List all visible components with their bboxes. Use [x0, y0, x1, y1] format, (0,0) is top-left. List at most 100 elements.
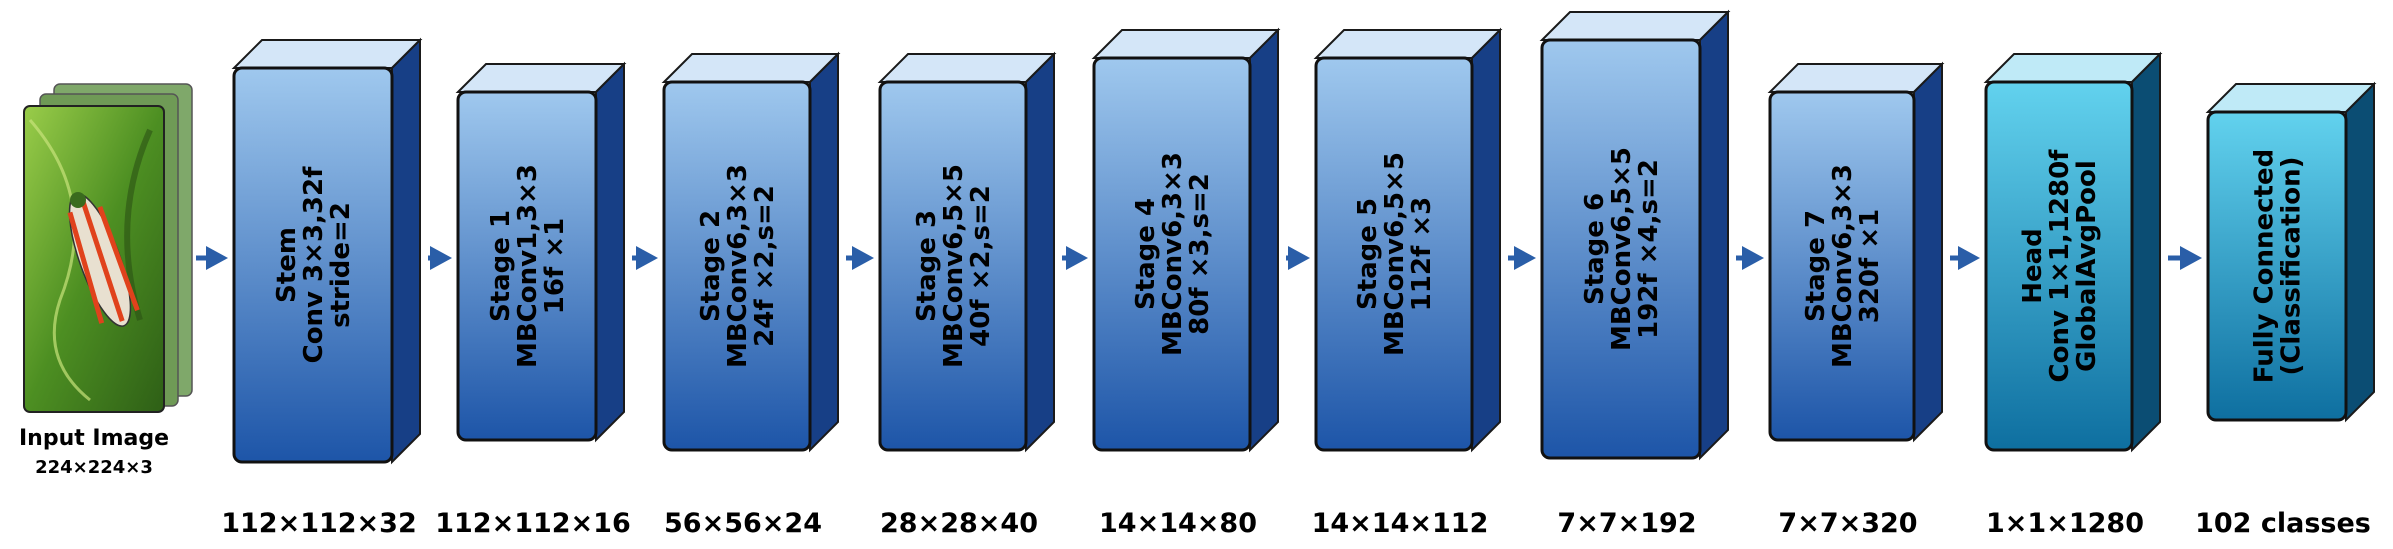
- block-label-line: 112f ×3: [1407, 197, 1437, 312]
- block-label-line: 320f ×1: [1855, 209, 1885, 324]
- output-dim-label: 102 classes: [2195, 508, 2371, 539]
- block-label-line: MBConv6,3×3: [1158, 152, 1188, 356]
- block-label-line: stride=2: [326, 202, 356, 328]
- flow-arrow: [632, 246, 658, 270]
- block-label-line: MBConv6,5×5: [1380, 152, 1410, 356]
- input-image-stack: Input Image 224×224×3: [19, 83, 193, 478]
- block-label-line: Stage 5: [1353, 198, 1383, 310]
- block-top-face: [1539, 11, 1731, 41]
- block-side-face: [2345, 81, 2375, 423]
- block-7: Stage 6MBConv6,5×5192f ×4,s=2: [1539, 9, 1731, 461]
- block-label-line: 40f ×2,s=2: [966, 185, 996, 347]
- block-label-line: Stage 4: [1131, 198, 1161, 310]
- block-front-face: [1768, 90, 1916, 442]
- block-label: Stage 4MBConv6,3×380f ×3,s=2: [1131, 152, 1215, 356]
- output-dim-label: 56×56×24: [664, 508, 822, 539]
- output-dim-label: 1×1×1280: [1986, 508, 2144, 539]
- block-8: Stage 7MBConv6,3×3320f ×1: [1767, 61, 1945, 443]
- block-side-face: [1913, 61, 1943, 443]
- block-label-line: Head: [2018, 228, 2048, 304]
- input-title: Input Image: [19, 426, 169, 451]
- block-4: Stage 3MBConv6,5×540f ×2,s=2: [877, 51, 1057, 453]
- block-label-line: MBConv6,3×3: [1828, 164, 1858, 368]
- output-dim-label: 7×7×320: [1778, 508, 1917, 539]
- block-front-face: [1092, 56, 1252, 452]
- block-top-face: [1091, 29, 1281, 59]
- block-10: Fully Connected(Classification): [2205, 81, 2377, 423]
- output-dim-label: 14×14×112: [1312, 508, 1489, 539]
- block-label-line: Stage 3: [912, 210, 942, 322]
- block-top-face: [661, 53, 841, 83]
- block-3: Stage 2MBConv6,3×324f ×2,s=2: [661, 51, 841, 453]
- block-label-line: Conv 1×1,1280f: [2045, 149, 2075, 383]
- block-label: StemConv 3×3,32fstride=2: [272, 166, 356, 363]
- block-9: HeadConv 1×1,1280fGlobalAvgPool: [1983, 51, 2163, 453]
- block-label-line: Stage 2: [696, 210, 726, 322]
- block-side-face: [1699, 9, 1729, 461]
- flow-arrow: [1062, 246, 1088, 270]
- block-label: Stage 1MBConv1,3×316f ×1: [486, 164, 570, 368]
- block-label-line: Stage 7: [1801, 210, 1831, 322]
- block-1: StemConv 3×3,32fstride=2: [231, 37, 423, 465]
- block-front-face: [232, 66, 394, 464]
- block-front-face: [456, 90, 598, 442]
- block-front-face: [878, 80, 1028, 452]
- flow-arrow: [1736, 246, 1764, 270]
- block-top-face: [1767, 63, 1945, 93]
- block-side-face: [2131, 51, 2161, 453]
- block-label-line: MBConv6,5×5: [1607, 147, 1637, 351]
- block-label-line: 24f ×2,s=2: [750, 185, 780, 347]
- output-dim-label: 112×112×32: [221, 508, 417, 539]
- flow-arrow: [846, 246, 874, 270]
- block-side-face: [1025, 51, 1055, 453]
- block-label: Stage 2MBConv6,3×324f ×2,s=2: [696, 164, 780, 368]
- block-label-line: Stage 6: [1580, 193, 1610, 305]
- input-dims: 224×224×3: [35, 457, 153, 478]
- block-label-line: Stage 1: [486, 210, 516, 322]
- block-label: Stage 3MBConv6,5×540f ×2,s=2: [912, 164, 996, 368]
- block-label-line: 16f ×1: [540, 218, 570, 314]
- flow-arrow: [428, 246, 452, 270]
- flow-arrow: [1950, 246, 1980, 270]
- block-top-face: [1313, 29, 1503, 59]
- block-label-line: Stem: [272, 227, 302, 303]
- output-dim-label: 112×112×16: [435, 508, 631, 539]
- block-label-line: 80f ×3,s=2: [1185, 173, 1215, 335]
- block-2: Stage 1MBConv1,3×316f ×1: [455, 61, 627, 443]
- block-top-face: [1983, 53, 2163, 83]
- block-side-face: [809, 51, 839, 453]
- block-front-face: [2206, 110, 2348, 422]
- block-label-line: GlobalAvgPool: [2072, 160, 2102, 372]
- block-label: HeadConv 1×1,1280fGlobalAvgPool: [2018, 149, 2102, 383]
- block-5: Stage 4MBConv6,3×380f ×3,s=2: [1091, 27, 1281, 453]
- block-front-face: [1540, 38, 1702, 460]
- block-label-line: Fully Connected: [2250, 149, 2280, 383]
- block-front-face: [1984, 80, 2134, 452]
- output-dim-label: 14×14×80: [1099, 508, 1257, 539]
- flow-arrow: [196, 246, 228, 270]
- flow-arrow: [1286, 246, 1310, 270]
- block-top-face: [877, 53, 1057, 83]
- block-label: Stage 5MBConv6,5×5112f ×3: [1353, 152, 1437, 356]
- flow-arrow: [2168, 246, 2202, 270]
- output-dim-label: 7×7×192: [1557, 508, 1696, 539]
- block-side-face: [595, 61, 625, 443]
- blocks-layer: StemConv 3×3,32fstride=2 Stage 1MBConv1,3…: [231, 9, 2377, 465]
- flow-arrow: [1508, 246, 1536, 270]
- block-label: Stage 7MBConv6,3×3320f ×1: [1801, 164, 1885, 368]
- block-label-line: (Classification): [2277, 156, 2307, 375]
- block-side-face: [1471, 27, 1501, 453]
- block-6: Stage 5MBConv6,5×5112f ×3: [1313, 27, 1503, 453]
- block-top-face: [231, 39, 423, 69]
- block-label-line: Conv 3×3,32f: [299, 166, 329, 363]
- input-image: [23, 105, 165, 413]
- block-label-line: MBConv1,3×3: [513, 164, 543, 368]
- arrows-layer: [196, 246, 2202, 270]
- block-side-face: [391, 37, 421, 465]
- block-label-line: MBConv6,5×5: [939, 164, 969, 368]
- block-label-line: MBConv6,3×3: [723, 164, 753, 368]
- block-front-face: [662, 80, 812, 452]
- block-label-line: 192f ×4,s=2: [1634, 159, 1664, 339]
